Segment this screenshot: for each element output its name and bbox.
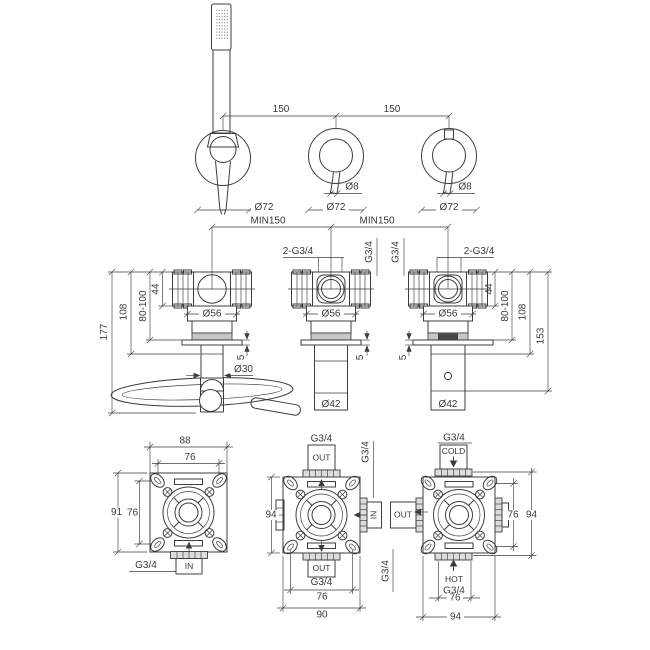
dim-76-mid: 76: [316, 592, 328, 603]
escutcheon-left: [195, 130, 251, 186]
dim-44-left: 44: [151, 283, 162, 295]
label-2g34-mid: 2-G3/4: [283, 246, 314, 257]
thread-cold: G3/4: [443, 433, 465, 444]
dim-esc-diameters: Ø72 Ø72 Ø72 Ø8 Ø8: [193, 182, 481, 214]
dim-80-100-left: 80-100: [138, 290, 149, 322]
dia-esc-right: Ø72: [440, 202, 459, 213]
brand-marking: [438, 333, 458, 340]
diverter-button: [443, 371, 453, 381]
dia-cartridge-left: Ø56: [203, 308, 222, 319]
shower-pipe-mid: [314, 344, 348, 411]
dim-108-left: 108: [119, 303, 130, 320]
dim-150-right: 150: [384, 104, 401, 115]
roughin-view: IN G3/4 88 76 91 76 G3/4 OUT IN G3: [109, 433, 540, 623]
port-bottom-mid: OUT: [313, 563, 331, 573]
dim-108-right: 108: [518, 303, 529, 320]
dia-pin-right: Ø8: [458, 182, 472, 193]
port-in-mid: IN: [368, 511, 378, 520]
dia-pin-mid: Ø8: [345, 182, 359, 193]
dim-chain-left: 44 80-100 108 177: [99, 268, 200, 417]
dia-esc-mid: Ø72: [327, 202, 346, 213]
section-middle-unit: Ø56 Ø42 2-G3/4 G3/4 5: [283, 238, 378, 411]
dim-90: 90: [316, 610, 328, 621]
dia-pipe-right: Ø42: [439, 399, 458, 410]
dim-94-mid: 94: [265, 510, 277, 521]
thread-hot: G3/4: [443, 586, 465, 597]
port-cold: COLD: [442, 446, 466, 456]
thread-bottom-mid: G3/4: [311, 577, 333, 588]
dim-94-side-right: 94: [526, 510, 538, 521]
thread-out-right-unit: G3/4: [381, 560, 392, 582]
dim-177: 177: [99, 323, 110, 340]
label-2g34-right: 2-G3/4: [464, 246, 495, 257]
thread-top-mid: G3/4: [311, 434, 333, 445]
dim-chain-right: 44 80-100 108 153: [465, 268, 552, 395]
knob-section: [197, 274, 227, 304]
spray-face: [215, 9, 228, 41]
dim-150-left: 150: [273, 104, 290, 115]
shower-pipe-right: [430, 344, 466, 411]
thread-in-mid: G3/4: [361, 441, 372, 463]
section-view: Ø56 Ø30 5 44 80-100 108 177: [99, 238, 552, 417]
thread-in-left: G3/4: [135, 560, 157, 571]
spout-swivel: [199, 389, 222, 412]
dia-cartridge-mid: Ø56: [322, 308, 341, 319]
dim-min150-right: MIN150: [359, 216, 394, 227]
escutcheon-middle: [308, 128, 364, 195]
dia-cartridge-right: Ø56: [439, 308, 458, 319]
dim-plate-5-mid: 5: [355, 354, 366, 360]
dim-91: 91: [111, 507, 123, 518]
roughin-middle: G3/4 OUT IN G3/4 OUT G3/4 94 76 90: [263, 434, 382, 621]
dim-min150: MIN150 MIN150: [208, 216, 452, 289]
dim-153: 153: [536, 327, 547, 344]
dim-76-side-right: 76: [507, 510, 519, 521]
dim-min150-left: MIN150: [250, 216, 285, 227]
wall-plate-right: [412, 339, 494, 346]
spout-tube: [200, 344, 224, 379]
escutcheon-right: [421, 128, 477, 195]
wall-plate-mid: [300, 339, 362, 346]
dia-esc-left: Ø72: [255, 202, 274, 213]
port-out-right-unit: OUT: [394, 509, 412, 519]
roughin-left: IN G3/4 88 76 91 76: [109, 436, 233, 575]
port-top-mid: OUT: [313, 452, 331, 462]
dim-94-bottom-right: 94: [450, 612, 462, 623]
label-g34-mid: G3/4: [364, 241, 375, 263]
dim-44-right: 44: [484, 283, 495, 295]
label-g34-right: G3/4: [391, 241, 402, 263]
hand-shower: [206, 3, 240, 215]
dim-80-100-right: 80-100: [500, 290, 511, 322]
dim-plate-5-right: 5: [398, 354, 409, 360]
dim-76-top-left: 76: [184, 452, 196, 463]
dim-76-side-left: 76: [127, 508, 139, 519]
dim-88: 88: [179, 436, 191, 447]
dim-76-bottom-right: 76: [449, 592, 461, 603]
section-right-unit: Ø56 Ø42 G3/4 2-G3/4 5 44 80-100 108 1: [391, 238, 552, 411]
dia-pipe-mid: Ø42: [322, 399, 341, 410]
port-hot: HOT: [445, 574, 463, 584]
wall-plate-left: [181, 339, 243, 346]
port-in-left: IN: [185, 561, 194, 571]
front-view: 150 150 Ø72 Ø72 Ø72 Ø8 Ø8 MIN150 MIN150: [193, 3, 481, 289]
dim-plate-5-left: 5: [236, 354, 247, 360]
dia-spout: Ø30: [234, 364, 253, 375]
section-left-unit: Ø56 Ø30 5 44 80-100 108 177: [99, 268, 301, 417]
shower-holder: [206, 133, 240, 148]
roughin-right: G3/4 COLD OUT G3/4 HOT G3/4 76 94 76: [381, 433, 540, 623]
dim-150: 150 150: [219, 104, 453, 131]
